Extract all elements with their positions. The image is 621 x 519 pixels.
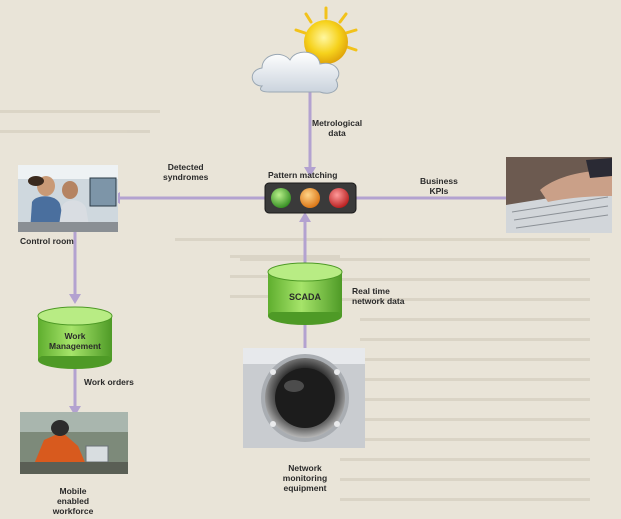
cloud-icon [251, 51, 340, 94]
label-work-management: Work Management [49, 331, 101, 351]
label-scada: SCADA [288, 292, 321, 302]
light-green [271, 188, 291, 208]
traffic-light-icon [264, 182, 357, 214]
label-work-orders: Work orders [84, 377, 134, 387]
label-pattern-matching: Pattern matching [268, 170, 338, 180]
label-mobile-workforce: Mobile enabled workforce [52, 486, 94, 516]
light-orange [300, 188, 320, 208]
label-metrological-data: Metrological data [312, 118, 363, 138]
arrowhead-up-pattern [299, 212, 311, 222]
field-worker-photo [20, 412, 128, 474]
label-detected-syndromes: Detected syndromes [163, 162, 209, 182]
light-red [329, 188, 349, 208]
label-network-monitoring-equipment: Network monitoring equipment [282, 463, 328, 493]
arrowhead-down-pattern [304, 167, 316, 177]
arrowhead-down-workforce [69, 406, 81, 416]
control-room-photo [18, 165, 118, 232]
scada-database [267, 262, 343, 325]
keyboard-hand-photo [506, 157, 612, 233]
work-management-database [37, 306, 113, 369]
label-control-room: Control room [20, 236, 74, 246]
label-business-kpis: Business KPIs [420, 176, 458, 196]
arrowhead-down-workmgmt [69, 294, 81, 304]
sensor-equipment-photo [243, 348, 365, 448]
label-real-time-network-data: Real time network data [352, 286, 405, 306]
sun-icon [294, 6, 358, 64]
